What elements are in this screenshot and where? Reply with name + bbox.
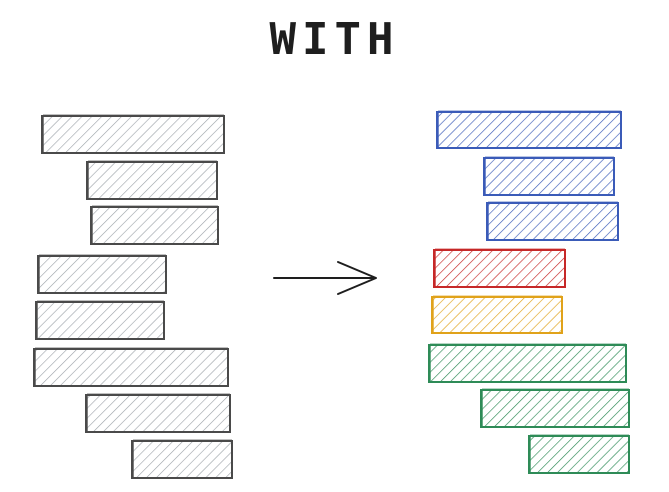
left-bar-4-sketch: [39, 254, 166, 294]
right-bar-7: [480, 389, 630, 428]
left-bar-8-sketch: [133, 439, 232, 479]
left-bar-group: [33, 114, 233, 479]
left-bar-4: [37, 255, 167, 294]
right-bar-8: [528, 435, 630, 474]
right-bar-6: [428, 344, 627, 383]
right-bar-2-sketch: [485, 156, 614, 196]
left-bar-5-sketch: [37, 300, 164, 340]
left-bar-2-sketch: [88, 160, 217, 200]
left-bar-1: [41, 115, 225, 154]
arrow-head: [337, 261, 377, 295]
right-bar-4-sketch: [435, 248, 565, 288]
right-bar-3-sketch: [488, 201, 618, 241]
diagram-title: WITH: [269, 14, 400, 65]
right-bar-2: [483, 157, 615, 196]
right-bar-7-sketch: [482, 388, 629, 428]
left-bar-3: [90, 206, 219, 245]
right-bar-1: [436, 111, 622, 149]
left-bar-3-sketch: [92, 205, 218, 245]
left-bar-7-sketch: [87, 393, 230, 433]
right-bar-5: [431, 296, 563, 334]
right-bar-4: [433, 249, 566, 288]
right-bar-1-sketch: [438, 110, 621, 149]
right-bar-6-sketch: [430, 343, 626, 383]
arrow: [273, 261, 377, 295]
right-bar-8-sketch: [530, 434, 629, 474]
right-bar-5-sketch: [433, 295, 562, 334]
left-bar-6-sketch: [35, 347, 228, 387]
right-bar-3: [486, 202, 619, 241]
left-bar-2: [86, 161, 218, 200]
left-bar-5: [35, 301, 165, 340]
left-bar-6: [33, 348, 229, 387]
left-bar-1-sketch: [43, 114, 224, 154]
left-bar-7: [85, 394, 231, 433]
left-bar-8: [131, 440, 233, 479]
right-bar-group: [428, 110, 630, 474]
